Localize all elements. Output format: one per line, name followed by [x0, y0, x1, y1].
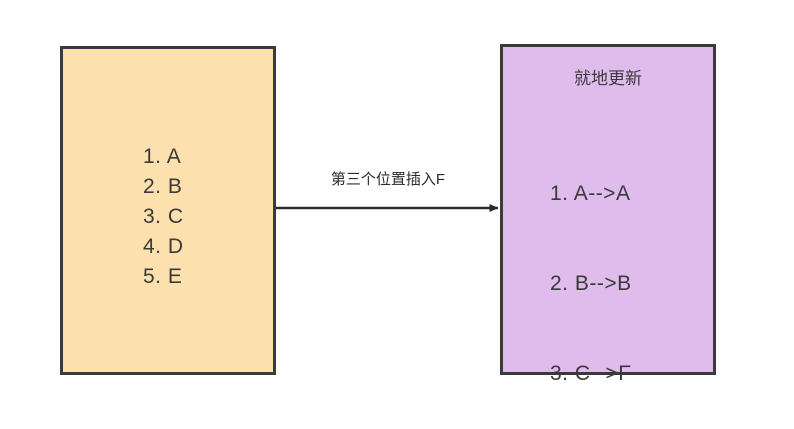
target-item-list: 1. A-->A 2. B-->B 3. C-->F 4. D-->C 5. E… [550, 119, 634, 429]
transition-arrow [276, 204, 499, 212]
arrow-label: 第三个位置插入F [330, 171, 446, 188]
list-item: 1. A [143, 145, 182, 168]
target-box-title: 就地更新 [574, 69, 642, 88]
target-array-box: 就地更新 1. A-->A 2. B-->B 3. C-->F 4. D-->C… [500, 44, 716, 385]
list-item: 3. C-->F [550, 362, 632, 385]
source-item-list: 1. A 2. B 3. C 4. D 5. E [143, 142, 184, 292]
list-item: 5. E [143, 265, 183, 288]
list-item: 2. B [143, 175, 183, 198]
list-item: 3. C [143, 205, 184, 228]
list-item: 1. A-->A [550, 182, 631, 205]
list-item: 2. B-->B [550, 272, 632, 295]
source-array-box: 1. A 2. B 3. C 4. D 5. E [60, 46, 276, 375]
list-item: 4. D [143, 235, 184, 258]
